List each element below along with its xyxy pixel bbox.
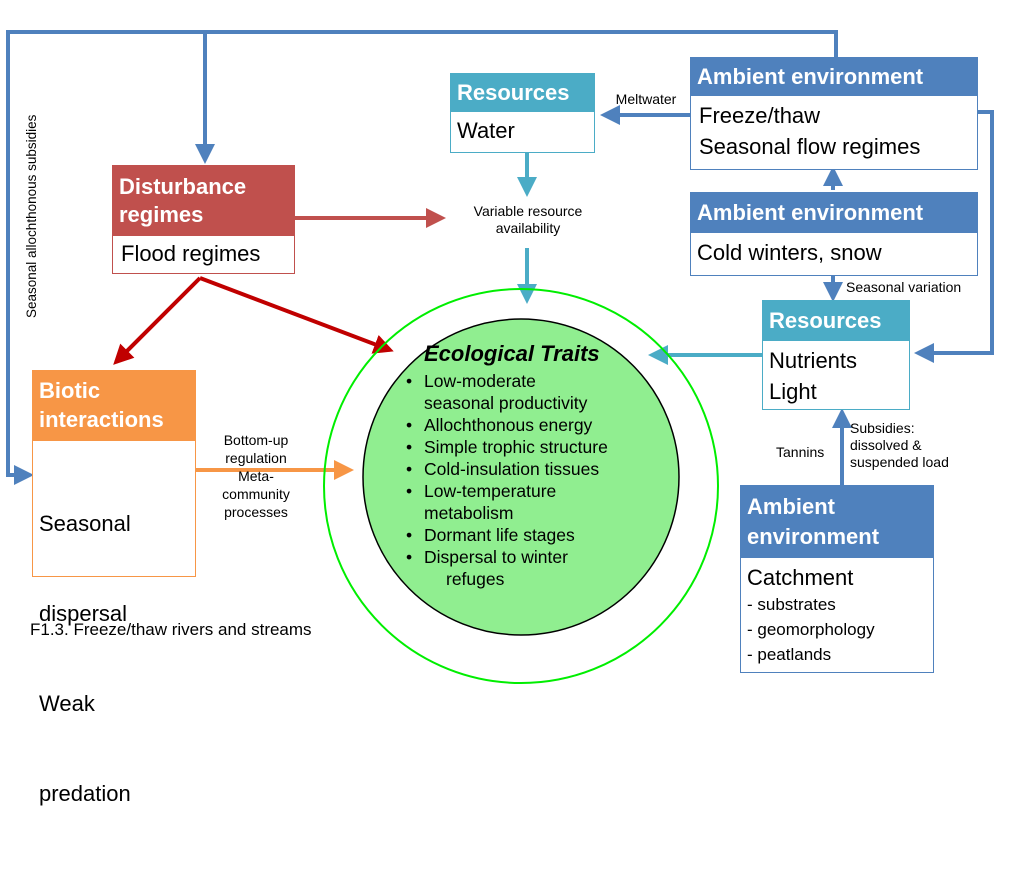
disturbance-regimes-header: Disturbance regimes xyxy=(113,166,294,236)
resources-water-header: Resources xyxy=(451,74,594,112)
traits-outer-ring xyxy=(323,288,719,684)
ambient-freeze-body: Freeze/thaw Seasonal flow regimes xyxy=(691,96,977,162)
edge-disturbance-to-biotic xyxy=(113,276,202,365)
label-line: suspended load xyxy=(850,454,949,470)
ecological-traits-list: Low-moderate seasonal productivity Alloc… xyxy=(404,370,664,590)
ecological-traits-title: Ecological Traits xyxy=(424,341,600,366)
resources-water-box: Resources Water xyxy=(450,73,595,153)
resources-nutrients-box: Resources Nutrients Light xyxy=(762,300,910,410)
trait-line: Low-moderate xyxy=(424,371,536,391)
ambient-catchment-header: Ambient environment xyxy=(741,486,933,558)
label-line: regulation xyxy=(225,450,287,466)
ambient-freeze-box: Ambient environment Freeze/thaw Seasonal… xyxy=(690,57,978,170)
resources-nutrients-header: Resources xyxy=(763,301,909,341)
biotic-interactions-box: Biotic interactions Seasonal dispersal W… xyxy=(32,370,196,806)
ambient-cold-body: Cold winters, snow xyxy=(691,233,977,269)
label-line: availability xyxy=(495,220,561,236)
body-line: Weak xyxy=(39,691,95,716)
body-line: predation xyxy=(39,781,131,806)
body-line: Seasonal xyxy=(39,511,131,536)
body-line: - substrates xyxy=(747,595,836,614)
trait-item: Allochthonous energy xyxy=(404,414,664,436)
ambient-cold-box: Ambient environment Cold winters, snow xyxy=(690,192,978,276)
body-line: Freeze/thaw xyxy=(699,103,821,128)
ambient-catchment-box: Ambient environment Catchment - substrat… xyxy=(740,485,934,673)
biotic-interactions-body: Seasonal dispersal Weak predation xyxy=(33,441,195,869)
trait-line: Dormant life stages xyxy=(424,525,575,545)
body-line: Water xyxy=(457,118,515,143)
header-line: interactions xyxy=(39,407,164,432)
trait-line: Allochthonous energy xyxy=(424,415,593,435)
edge-freeze-to-nutrients xyxy=(914,110,994,363)
ambient-cold-header: Ambient environment xyxy=(691,193,977,233)
body-line: - peatlands xyxy=(747,645,832,664)
trait-item: Cold-insulation tissues xyxy=(404,458,664,480)
label-seasonal-variation: Seasonal variation xyxy=(846,279,962,295)
label-subsidies: Subsidies: dissolved & suspended load xyxy=(850,420,949,471)
header-line: Ambient xyxy=(747,494,835,519)
header-line: Ambient environment xyxy=(697,64,924,89)
disturbance-regimes-box: Disturbance regimes Flood regimes xyxy=(112,165,295,274)
ecological-traits: Ecological Traits Low-moderate seasonal … xyxy=(404,340,664,590)
body-line: Nutrients xyxy=(769,348,858,373)
label-line: Bottom-up xyxy=(223,432,289,448)
trait-item: Simple trophic structure xyxy=(404,436,664,458)
label-meltwater: Meltwater xyxy=(615,91,677,107)
label-variable-resource: Variable resource availability xyxy=(448,203,608,237)
label-line: Subsidies: xyxy=(850,420,915,436)
disturbance-regimes-body: Flood regimes xyxy=(113,236,294,268)
header-line: Resources xyxy=(457,80,570,105)
resources-water-body: Water xyxy=(451,112,594,147)
trait-item: Dispersal to winter refuges xyxy=(404,546,664,590)
trait-line: refuges xyxy=(446,569,505,589)
body-line: Seasonal flow regimes xyxy=(699,134,921,159)
ambient-catchment-body: Catchment - substrates - geomorphology -… xyxy=(741,558,933,667)
trait-line: metabolism xyxy=(424,503,514,523)
edge-seasonal-allochthonous xyxy=(6,30,838,485)
biotic-interactions-header: Biotic interactions xyxy=(33,371,195,441)
label-line: dissolved & xyxy=(850,437,922,453)
label-bottom-up: Bottom-up regulation Meta- community pro… xyxy=(200,431,312,521)
header-line: environment xyxy=(747,524,880,549)
catchment-title: Catchment xyxy=(747,565,854,590)
edge-disturbance-to-traits xyxy=(199,276,394,354)
ambient-freeze-header: Ambient environment xyxy=(691,58,977,96)
body-line: dispersal xyxy=(39,601,128,626)
trait-line: seasonal productivity xyxy=(424,393,588,413)
header-line: Resources xyxy=(769,308,882,333)
label-line: processes xyxy=(224,504,288,520)
header-line: Ambient environment xyxy=(697,200,924,225)
body-line: Cold winters, snow xyxy=(697,240,882,265)
label-seasonal-allochthonous: Seasonal allochthonous subsidies xyxy=(24,114,39,318)
trait-line: Simple trophic structure xyxy=(424,437,608,457)
header-line: Disturbance xyxy=(119,174,247,199)
body-line: - geomorphology xyxy=(747,620,875,639)
label-tannins: Tannins xyxy=(776,444,825,460)
trait-line: Low-temperature xyxy=(424,481,557,501)
body-line: Light xyxy=(769,379,817,404)
trait-line: Cold-insulation tissues xyxy=(424,459,600,479)
label-line: community xyxy=(222,486,290,502)
figure-caption: F1.3. Freeze/thaw rivers and streams xyxy=(30,620,312,639)
header-line: regimes xyxy=(119,202,204,227)
resources-nutrients-body: Nutrients Light xyxy=(763,341,909,407)
header-line: Biotic xyxy=(39,378,101,403)
label-line: Variable resource xyxy=(473,203,583,219)
trait-item: Low-moderate seasonal productivity xyxy=(404,370,664,414)
trait-item: Dormant life stages xyxy=(404,524,664,546)
label-line: Meta- xyxy=(238,468,274,484)
trait-line: Dispersal to winter xyxy=(424,547,568,567)
body-line: Flood regimes xyxy=(121,241,261,266)
trait-item: Low-temperature metabolism xyxy=(404,480,664,524)
